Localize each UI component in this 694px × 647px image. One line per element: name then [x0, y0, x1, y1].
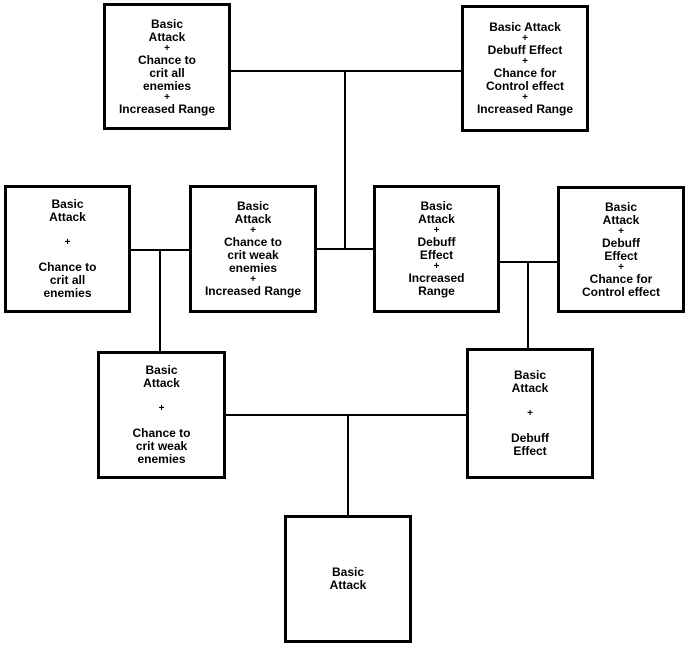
node-text: + — [250, 274, 256, 285]
node-text: Chance for — [589, 271, 653, 286]
node-ml: Basic Attack + Chance to crit all enemie… — [4, 185, 131, 313]
node-text: Increased — [408, 271, 465, 285]
node-text: + — [618, 225, 624, 237]
node-text: Attack — [143, 376, 180, 390]
node-text: Chance to — [223, 235, 282, 249]
node-text: enemies — [142, 78, 192, 93]
node-mcl: Basic Attack + Chance to crit weak enemi… — [189, 185, 317, 313]
node-text: Debuff — [511, 431, 549, 445]
node-br: Basic Attack + Debuff Effect — [466, 348, 594, 479]
node-text: enemies — [228, 261, 278, 275]
node-text: Attack — [602, 212, 640, 227]
node-text: Effect — [419, 248, 454, 262]
node-text: Basic — [145, 363, 178, 377]
node-text: + — [618, 261, 624, 273]
node-text: Debuff — [417, 235, 456, 249]
node-text: Basic — [604, 199, 638, 214]
node-text: Basic — [331, 565, 365, 579]
node-text: Basic — [420, 199, 453, 213]
node-text: + — [158, 403, 165, 414]
node-text: + — [433, 225, 440, 236]
node-text: + — [522, 56, 528, 67]
node-text: crit weak — [135, 439, 188, 453]
node-text: Attack — [49, 210, 86, 224]
node-text: crit all — [49, 273, 86, 287]
node-mcr: Basic Attack + Debuff Effect + Increased… — [373, 185, 500, 313]
node-text: + — [250, 225, 256, 236]
node-text: crit all — [149, 65, 185, 80]
node-text: Control effect — [582, 284, 660, 299]
node-text: Effect — [513, 444, 547, 458]
node-text: Increased Range — [476, 102, 574, 116]
node-text: crit weak — [227, 248, 279, 262]
node-bl: Basic Attack + Chance to crit weak enemi… — [97, 351, 226, 479]
node-text: Basic — [150, 16, 184, 31]
node-text: Chance for — [493, 66, 557, 80]
node-text: Debuff Effect — [487, 43, 563, 57]
node-text: Debuff — [602, 235, 640, 250]
node-text: + — [64, 237, 71, 248]
node-tl: Basic Attack + Chance to crit all enemie… — [103, 3, 231, 130]
node-text: Effect — [604, 248, 638, 263]
node-text: + — [522, 92, 528, 103]
node-text: Attack — [418, 212, 455, 226]
node-text: Range — [418, 284, 455, 298]
node-text: Basic Attack — [489, 20, 561, 34]
node-text: enemies — [43, 286, 92, 300]
node-text: + — [164, 91, 170, 103]
node-text: Chance to — [38, 260, 97, 274]
node-text: Basic — [51, 197, 84, 211]
node-text: Attack — [148, 29, 186, 44]
node-text: + — [522, 33, 528, 44]
node-text: Control effect — [486, 79, 564, 93]
node-text: Basic — [236, 199, 270, 213]
node-text: Increased Range — [118, 101, 216, 116]
node-text: enemies — [137, 452, 186, 466]
node-text: Attack — [511, 381, 549, 395]
node-text: Basic — [513, 368, 547, 382]
node-text: Attack — [234, 212, 272, 226]
node-root: Basic Attack — [284, 515, 412, 643]
node-text: + — [164, 42, 170, 54]
node-text: Chance to — [132, 426, 191, 440]
node-text: Attack — [329, 578, 367, 592]
node-tr: Basic Attack + Debuff Effect + Chance fo… — [461, 5, 589, 132]
node-text: + — [433, 261, 440, 272]
node-text: Increased Range — [204, 284, 302, 298]
node-text: + — [527, 408, 533, 419]
node-mr: Basic Attack + Debuff Effect + Chance fo… — [557, 186, 685, 313]
node-text: Chance to — [137, 52, 196, 67]
